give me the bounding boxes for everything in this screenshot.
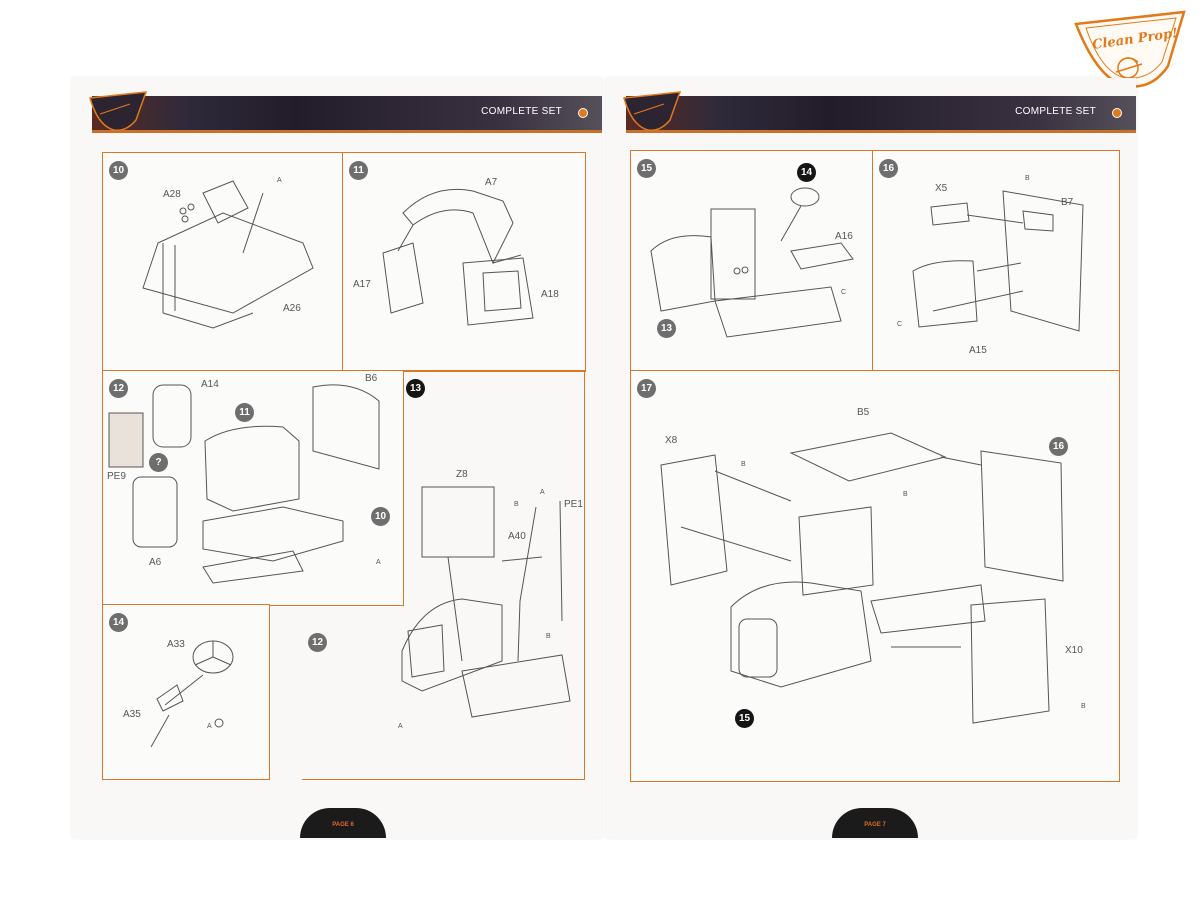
part-label: X5 — [935, 183, 948, 194]
header-title: COMPLETE SET — [1015, 106, 1096, 117]
step-16-diagram — [912, 190, 1084, 332]
step-reference-badge: 16 — [1049, 437, 1068, 456]
step-13-diagram — [401, 486, 571, 718]
part-label: A6 — [149, 557, 162, 568]
part-label: B — [1081, 703, 1086, 710]
part-label: A7 — [485, 177, 498, 188]
part-label: B — [514, 501, 519, 508]
part-label: B7 — [1061, 197, 1074, 208]
part-label: C — [897, 321, 903, 328]
part-label: A33 — [167, 639, 185, 650]
step-number-badge: 16 — [879, 159, 898, 178]
header-dot-icon — [578, 108, 588, 118]
step-15-diagram — [650, 187, 854, 338]
part-label: A18 — [541, 289, 559, 300]
part-label: B6 — [365, 373, 378, 384]
step-number-badge: 13 — [406, 379, 425, 398]
part-label: A — [207, 723, 212, 730]
instruction-page-right: COMPLETE SET 15 14 A16 C 13 16 X5 B — [606, 78, 1136, 838]
header-title: COMPLETE SET — [481, 106, 562, 117]
step-number-badge: 15 — [637, 159, 656, 178]
step-panel-13: 13 Z8 B A PE1 A40 A 12 B A — [302, 370, 585, 780]
step-panel-14: 14 A33 A35 A — [102, 604, 270, 780]
step-reference-badge: 14 — [797, 163, 816, 182]
step-panel-16: 16 X5 B B7 C A15 — [872, 150, 1120, 372]
header-logo-icon — [623, 91, 682, 132]
step-14-diagram — [150, 640, 234, 748]
part-label: A40 — [508, 531, 526, 542]
part-label: B — [903, 491, 908, 498]
part-label: A26 — [283, 303, 301, 314]
part-label: A16 — [835, 231, 853, 242]
part-label: C — [841, 289, 847, 296]
step-panel-12: 12 A14 B6 11 PE9 ? A6 10 — [102, 370, 404, 606]
step-reference-badge: 12 — [308, 633, 327, 652]
step-number-badge: 14 — [109, 613, 128, 632]
part-label: B — [741, 461, 746, 468]
part-label: A — [398, 723, 403, 730]
part-label: B — [546, 633, 551, 640]
step-number-badge: 17 — [637, 379, 656, 398]
part-label: Z8 — [456, 469, 468, 480]
step-10-diagram — [142, 180, 314, 329]
header-logo-icon — [89, 91, 148, 132]
header-dot-icon — [1112, 108, 1122, 118]
part-label: B5 — [857, 407, 870, 418]
part-label: A35 — [123, 709, 141, 720]
instruction-page-left: COMPLETE SET 10 A28 A A26 11 A7 A17 A18 — [72, 78, 602, 838]
page-header: COMPLETE SET — [89, 91, 602, 133]
part-label: A — [540, 489, 545, 496]
part-label: PE9 — [107, 471, 126, 482]
part-label: X10 — [1065, 645, 1083, 656]
part-label: A28 — [163, 189, 181, 200]
part-label: A17 — [353, 279, 371, 290]
step-number-badge: 12 — [109, 379, 128, 398]
step-reference-badge: 13 — [657, 319, 676, 338]
part-label: A14 — [201, 379, 219, 390]
step-reference-badge: 15 — [735, 709, 754, 728]
page-number-tab: PAGE 6 — [300, 808, 386, 838]
step-number-badge: 10 — [109, 161, 128, 180]
part-label: PE1 — [564, 499, 583, 510]
step-17-diagram — [660, 432, 1064, 724]
step-panel-10: 10 A28 A A26 — [102, 152, 344, 372]
part-label: X8 — [665, 435, 678, 446]
step-panel-11: 11 A7 A17 A18 — [342, 152, 586, 372]
step-11-diagram — [382, 188, 534, 326]
part-label: A15 — [969, 345, 987, 356]
step-reference-badge: 11 — [235, 403, 254, 422]
page-header: COMPLETE SET — [623, 91, 1136, 133]
step-number-badge: 11 — [349, 161, 368, 180]
step-panel-15: 15 14 A16 C 13 — [630, 150, 874, 372]
question-badge: ? — [149, 453, 168, 472]
step-reference-badge: 10 — [371, 507, 390, 526]
part-label: B — [1025, 175, 1030, 182]
part-label: A — [376, 559, 381, 566]
step-12-diagram — [108, 384, 380, 584]
part-label: A — [277, 177, 282, 184]
page-number-tab: PAGE 7 — [832, 808, 918, 838]
step-panel-17: 17 B5 X8 B 16 B X10 B 15 — [630, 370, 1120, 782]
